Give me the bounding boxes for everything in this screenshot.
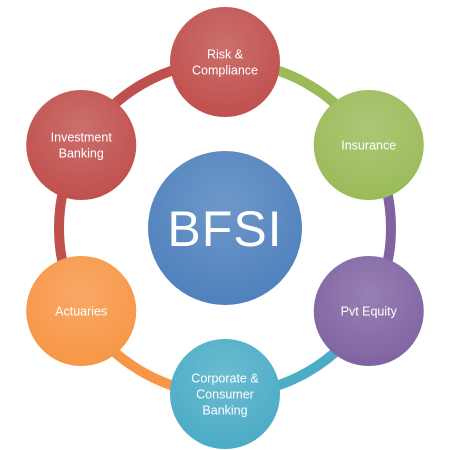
node-pvt-equity: Pvt Equity [313, 256, 424, 366]
node-insurance: Insurance [313, 90, 424, 200]
node-label-line: Banking [59, 147, 104, 161]
node-shine-corporate [170, 339, 280, 449]
node-label-line: Pvt Equity [341, 305, 398, 319]
node-actuaries: Actuaries [26, 256, 137, 366]
center-node: BFSI [148, 151, 302, 305]
node-label-line: Consumer [196, 388, 254, 402]
node-label-line: Compliance [192, 64, 258, 78]
node-label-line: Banking [202, 404, 247, 418]
node-shine-insurance [313, 90, 424, 200]
node-shine-investment [26, 90, 137, 200]
node-label-line: Risk & [207, 48, 244, 62]
node-shine-actuaries [26, 256, 137, 366]
node-label-line: Investment [51, 131, 113, 145]
node-shine-pvt-equity [313, 256, 424, 366]
node-risk: Risk & Compliance [170, 7, 280, 117]
node-label-line: Insurance [341, 139, 396, 153]
node-label-line: Actuaries [55, 305, 107, 319]
node-shine-risk [170, 7, 280, 117]
center-circle-shine [148, 151, 302, 305]
center-label: BFSI [167, 201, 282, 257]
node-label-line: Corporate & [191, 372, 259, 386]
